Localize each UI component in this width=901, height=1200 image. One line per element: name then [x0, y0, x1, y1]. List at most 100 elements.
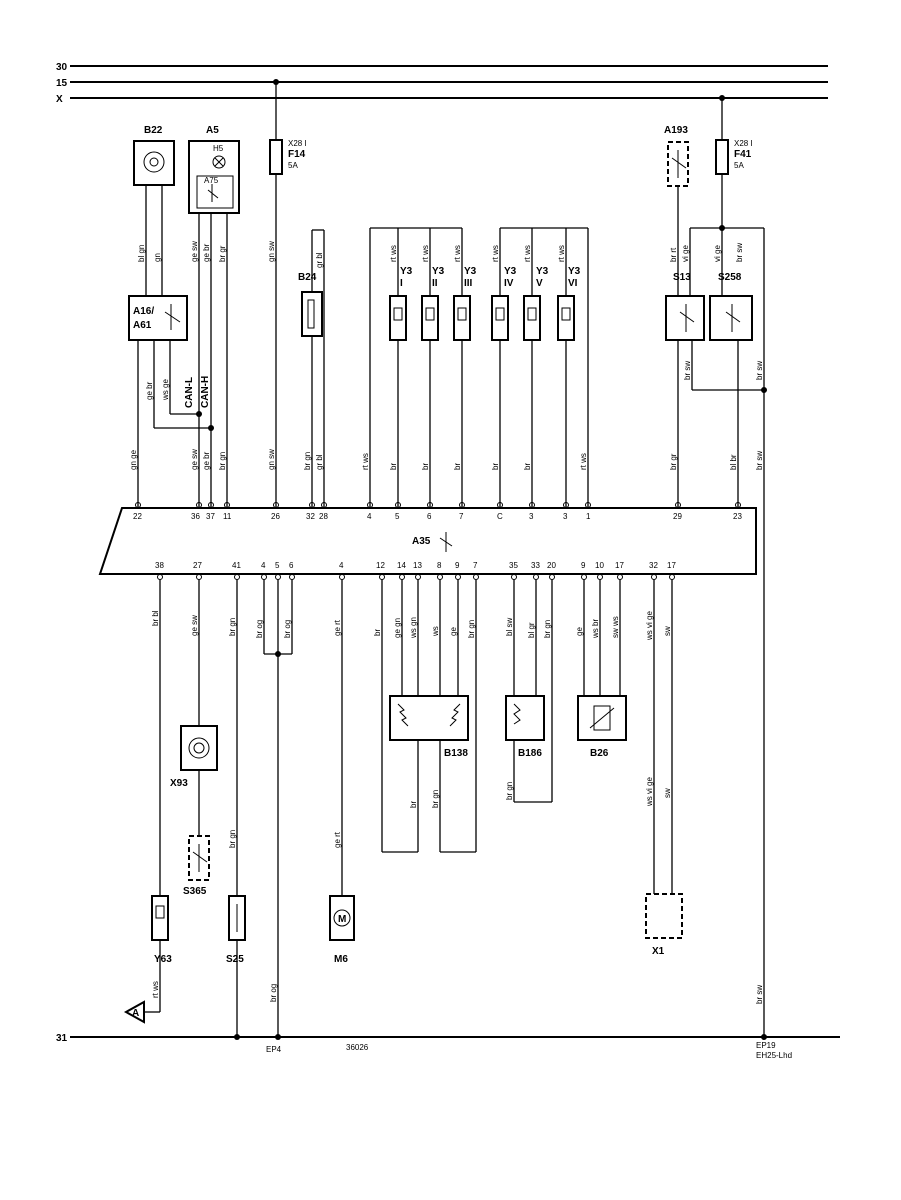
svg-text:ge: ge: [449, 627, 458, 636]
svg-text:sw: sw: [663, 788, 672, 798]
svg-text:C: C: [497, 512, 503, 521]
svg-text:bl br: bl br: [729, 454, 738, 470]
svg-text:3: 3: [563, 512, 568, 521]
controller-a35: A35: [98, 507, 757, 575]
svg-text:CAN-H: CAN-H: [200, 376, 211, 408]
svg-text:br: br: [491, 463, 500, 470]
upper-wire-labels: gn ge ge sw ge br br gn gn sw br gn gr b…: [129, 449, 764, 470]
svg-text:gn sw: gn sw: [267, 449, 276, 470]
svg-text:4: 4: [367, 512, 372, 521]
svg-text:EH25-Lhd: EH25-Lhd: [756, 1051, 792, 1060]
svg-text:VI: VI: [568, 278, 578, 289]
svg-text:br: br: [409, 801, 418, 808]
svg-text:S365: S365: [183, 886, 207, 897]
svg-text:36: 36: [191, 512, 200, 521]
svg-text:br sw: br sw: [735, 243, 744, 262]
svg-text:Y3: Y3: [400, 266, 413, 277]
fuse-f14: X28 I F14 5A gn sw: [267, 82, 307, 508]
svg-text:ge sw: ge sw: [190, 449, 199, 470]
component-s13-s258: S13 S258 br sw br sw: [665, 272, 767, 508]
svg-text:br gn: br gn: [218, 452, 227, 470]
svg-text:Y3: Y3: [536, 266, 549, 277]
svg-text:IV: IV: [504, 278, 514, 289]
svg-text:br bl: br bl: [151, 610, 160, 626]
rail-15-label: 15: [56, 78, 68, 89]
lower-wiring: A Y63 X93 S365 S25 M M6: [123, 580, 767, 1040]
svg-text:5A: 5A: [288, 161, 298, 170]
svg-text:4: 4: [261, 561, 266, 570]
svg-text:ws vi ge: ws vi ge: [645, 777, 654, 807]
svg-text:5: 5: [275, 561, 280, 570]
a5-label: A5: [206, 125, 219, 136]
power-rails: 30 15 X 31: [56, 62, 840, 1044]
ground-labels: EP4 36026 EP19 EH25-Lhd: [266, 1041, 792, 1060]
svg-text:ge sw: ge sw: [190, 241, 199, 262]
svg-text:br gn: br gn: [467, 620, 476, 638]
svg-text:8: 8: [437, 561, 442, 570]
rail-30-label: 30: [56, 62, 68, 73]
svg-text:br og: br og: [269, 984, 278, 1002]
svg-text:A193: A193: [664, 125, 688, 136]
svg-text:7: 7: [459, 512, 464, 521]
svg-text:ge br: ge br: [202, 243, 211, 262]
svg-text:33: 33: [531, 561, 540, 570]
svg-text:EP4: EP4: [266, 1045, 282, 1054]
svg-text:X1: X1: [652, 946, 665, 957]
rail-31-label: 31: [56, 1033, 68, 1044]
svg-text:23: 23: [733, 512, 742, 521]
svg-text:rt ws: rt ws: [491, 245, 500, 262]
svg-text:br gr: br gr: [218, 245, 227, 262]
svg-text:rt ws: rt ws: [557, 245, 566, 262]
svg-text:br: br: [523, 463, 532, 470]
svg-text:9: 9: [581, 561, 586, 570]
svg-text:V: V: [536, 278, 543, 289]
svg-text:ws br: ws br: [591, 619, 600, 639]
svg-text:3: 3: [529, 512, 534, 521]
svg-text:ws gn: ws gn: [409, 617, 418, 639]
lower-wire-labels: br bl ge sw br gn br og br og ge rt br g…: [151, 610, 764, 1004]
svg-text:35: 35: [509, 561, 518, 570]
svg-text:20: 20: [547, 561, 556, 570]
svg-text:ge gn: ge gn: [393, 618, 402, 638]
svg-text:S13: S13: [673, 272, 691, 283]
component-y3-valves: Y3 I Y3 II Y3 III Y3 IV Y3 V Y3 VI rt ws…: [369, 227, 589, 508]
svg-text:br rt: br rt: [669, 247, 678, 262]
component-a16-a61: A16/ A61 ge br ws ge CAN-L CAN-H: [128, 295, 214, 508]
svg-text:III: III: [464, 278, 473, 289]
svg-text:bl gr: bl gr: [527, 622, 536, 638]
component-a193: A193 br rt: [664, 125, 689, 296]
svg-text:10: 10: [595, 561, 604, 570]
svg-text:M6: M6: [334, 954, 348, 965]
svg-text:B186: B186: [518, 748, 542, 759]
svg-text:26: 26: [271, 512, 280, 521]
svg-text:I: I: [400, 278, 403, 289]
svg-text:Y3: Y3: [568, 266, 581, 277]
svg-text:27: 27: [193, 561, 202, 570]
svg-text:sw ws: sw ws: [611, 616, 620, 638]
svg-text:sw: sw: [663, 626, 672, 636]
svg-text:br: br: [389, 463, 398, 470]
svg-text:br sw: br sw: [755, 451, 764, 470]
svg-text:br: br: [373, 629, 382, 636]
svg-text:br og: br og: [255, 620, 264, 638]
svg-text:br gn: br gn: [431, 790, 440, 808]
svg-text:36026: 36026: [346, 1043, 369, 1052]
svg-text:br sw: br sw: [755, 985, 764, 1004]
svg-text:X93: X93: [170, 778, 188, 789]
svg-text:gn sw: gn sw: [267, 241, 276, 262]
svg-text:9: 9: [455, 561, 460, 570]
svg-text:rt ws: rt ws: [579, 453, 588, 470]
svg-text:4: 4: [339, 561, 344, 570]
fuse-f41: X28 I F41 5A vi ge vi ge br sw: [681, 98, 765, 1037]
svg-text:11: 11: [223, 512, 232, 521]
svg-text:br gn: br gn: [505, 782, 514, 800]
svg-text:rt ws: rt ws: [361, 453, 370, 470]
svg-text:13: 13: [413, 561, 422, 570]
svg-text:12: 12: [376, 561, 385, 570]
svg-text:ge: ge: [575, 627, 584, 636]
svg-text:ge br: ge br: [145, 381, 154, 400]
svg-text:bl gn: bl gn: [137, 245, 146, 262]
a35-bottom-pins: 38 27 41 4 5 6 4 12 14 13 8 9 7 35 33 20…: [155, 561, 676, 580]
svg-text:Y3: Y3: [464, 266, 477, 277]
svg-text:M: M: [338, 914, 346, 925]
